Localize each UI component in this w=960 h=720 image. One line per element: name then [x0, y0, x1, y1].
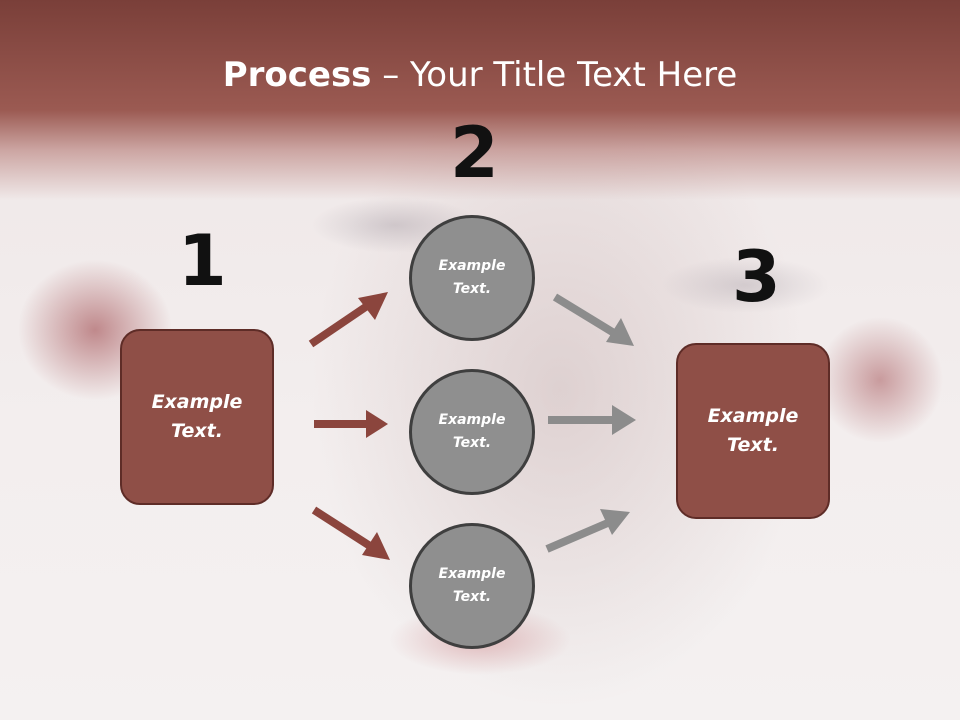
step-box-1-label: Example Text. — [151, 391, 243, 442]
step-circle-middle: Example Text. — [409, 369, 535, 495]
arrow-box1-to-top — [308, 292, 388, 348]
circle-top-label: Example Text. — [438, 258, 506, 297]
circle-middle-label: Example Text. — [438, 412, 506, 451]
step-box-1: Example Text. — [120, 329, 274, 505]
arrow-bottom-to-box3 — [545, 509, 630, 553]
arrow-box1-to-bottom — [311, 506, 390, 560]
arrow-box1-to-middle — [314, 410, 388, 438]
circle-bottom-label: Example Text. — [438, 566, 506, 605]
step-number-2: 2 — [450, 112, 499, 194]
step-box-3-label: Example Text. — [707, 405, 799, 456]
arrow-middle-to-box3 — [548, 405, 636, 435]
title-bold: Process — [222, 55, 372, 95]
step-box-3: Example Text. — [676, 343, 830, 519]
arrow-top-to-box3 — [552, 293, 634, 346]
step-number-1: 1 — [178, 220, 227, 302]
step-circle-bottom: Example Text. — [409, 523, 535, 649]
step-circle-top: Example Text. — [409, 215, 535, 341]
title-rest: – Your Title Text Here — [371, 55, 738, 95]
step-number-3: 3 — [732, 236, 781, 318]
slide-title: Process – Your Title Text Here — [0, 54, 960, 96]
header-band — [0, 0, 960, 200]
